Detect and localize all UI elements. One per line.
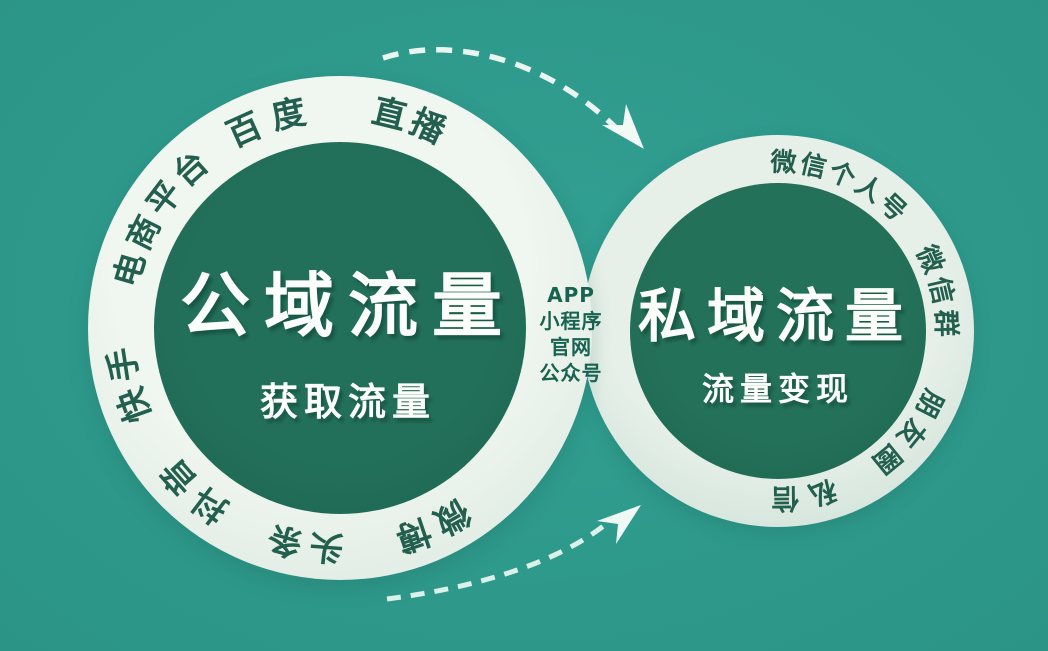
bridge-channel-official-site: 官网	[550, 335, 592, 359]
bridge-channel-official-account: 公众号	[539, 361, 603, 385]
private-traffic-inner-circle	[630, 183, 926, 479]
bridge-channel-app: APP	[547, 283, 595, 307]
bridge-channel-list: APP 小程序 官网 公众号	[511, 282, 631, 386]
public-traffic-subtitle: 获取流量	[259, 380, 436, 424]
private-traffic-title: 私域流量	[637, 282, 914, 350]
public-traffic-title: 公域流量	[180, 265, 516, 347]
public-traffic-inner-circle	[154, 142, 526, 514]
private-traffic-subtitle: 流量变现	[701, 370, 854, 408]
bridge-channel-mini-program: 小程序	[539, 309, 603, 333]
